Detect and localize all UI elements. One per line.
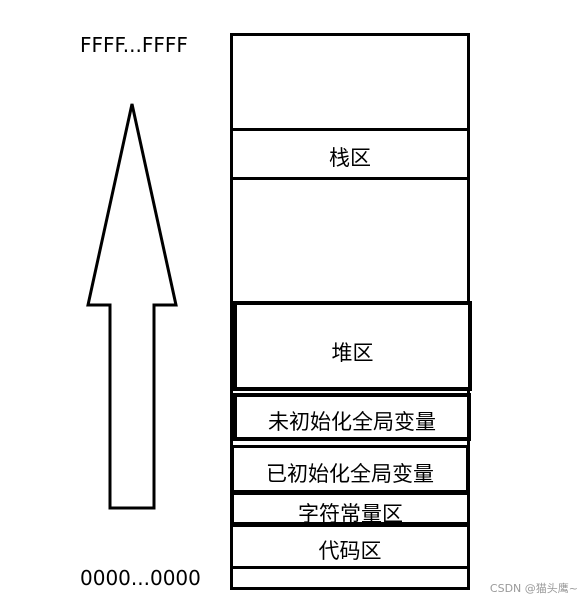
region-stack: 栈区 xyxy=(230,128,470,180)
region-data-label: 已初始化全局变量 xyxy=(266,462,434,486)
region-text-label: 代码区 xyxy=(318,539,382,563)
region-bss: 未初始化全局变量 xyxy=(233,393,471,441)
region-data: 已初始化全局变量 xyxy=(231,445,469,493)
region-bottom-unused xyxy=(230,566,470,590)
region-stack-label: 栈区 xyxy=(329,146,371,170)
region-rodata-label: 字符常量区 xyxy=(298,502,403,526)
region-text: 代码区 xyxy=(230,524,470,569)
region-bss-label: 未初始化全局变量 xyxy=(268,410,436,434)
region-rodata: 字符常量区 xyxy=(231,492,470,526)
region-heap: 堆区 xyxy=(233,301,472,391)
watermark-text: CSDN @猫头鹰~ xyxy=(489,582,578,595)
region-heap-label: 堆区 xyxy=(331,341,374,365)
low-address-label: 0000...0000 xyxy=(80,566,201,590)
up-arrow-icon xyxy=(86,103,178,510)
region-top-unused xyxy=(230,33,470,131)
high-address-label: FFFF...FFFF xyxy=(80,33,188,57)
region-free-space xyxy=(230,177,470,304)
